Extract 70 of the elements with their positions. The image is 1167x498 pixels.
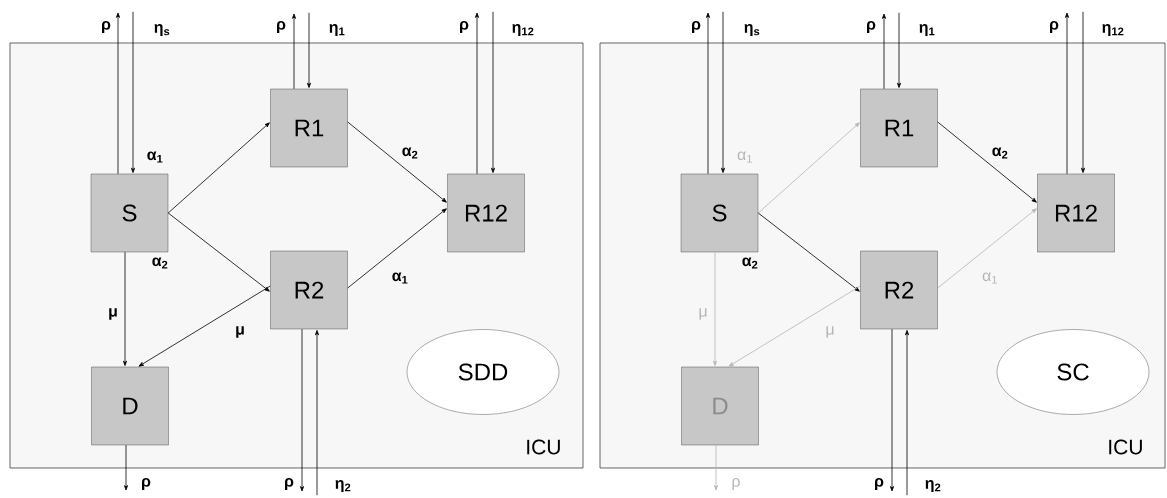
edge-label: ρ: [102, 21, 111, 33]
state-box: R2: [270, 250, 348, 330]
edge-label: η$_{1}$: [329, 24, 345, 36]
panel-label: ICU: [1109, 439, 1142, 455]
arrow: [475, 12, 479, 175]
arrow: [721, 11, 725, 173]
state-box: D: [681, 366, 759, 446]
edge-label: η$_{12}$: [1102, 24, 1124, 36]
edge-label: μ: [109, 308, 117, 320]
state-box: D: [91, 366, 169, 446]
arrow: [882, 13, 886, 90]
arrow: [347, 121, 447, 203]
state-box: S: [680, 173, 759, 253]
edge-label: α$_{2}$: [402, 147, 418, 159]
state-box: R12: [447, 173, 525, 253]
state-box: R2: [860, 250, 938, 330]
state-box: S: [90, 173, 169, 253]
arrow: [1081, 11, 1086, 173]
edge-label: α$_{1}$: [392, 272, 408, 284]
arrow: [757, 122, 860, 214]
edge-label: ρ: [692, 21, 701, 33]
arrow: [300, 328, 304, 492]
edge-label: α$_{2}$: [152, 257, 168, 269]
edge-label: ρ: [277, 21, 286, 33]
edge-label: α$_{1}$: [982, 272, 997, 284]
arrow: [292, 13, 296, 90]
arrow: [890, 328, 894, 492]
arrow: [167, 212, 270, 292]
arrow: [347, 208, 447, 289]
edge-label: ρ: [142, 478, 151, 490]
edge-label: ρ: [460, 21, 469, 33]
edge-label: ρ: [867, 21, 876, 33]
edge-label: α$_{1}$: [737, 151, 752, 163]
arrow: [315, 330, 319, 496]
edge-label: μ: [236, 326, 244, 338]
arrow: [138, 285, 271, 367]
edge-label: η$_{s}$: [744, 24, 760, 36]
edge-label: η$_{2}$: [335, 480, 351, 492]
state-box: R1: [270, 88, 348, 168]
edge-label: ρ: [875, 478, 884, 490]
arrow: [123, 251, 127, 366]
arrow: [905, 330, 909, 496]
edge-label: α$_{2}$: [742, 257, 758, 269]
edge-label: η$_{1}$: [919, 24, 935, 36]
state-box: R1: [860, 88, 938, 168]
arrow: [167, 122, 270, 214]
edge-label: μ: [826, 326, 834, 338]
panel-label: ICU: [527, 439, 560, 455]
arrow: [728, 285, 861, 367]
edge-label: η$_{2}$: [925, 480, 941, 492]
arrow: [131, 11, 135, 173]
state-box: R12: [1037, 173, 1115, 253]
arrow: [124, 444, 128, 491]
edge-label: ρ: [1050, 21, 1059, 33]
arrow: [1065, 12, 1069, 175]
arrow: [937, 208, 1037, 289]
edge-label: α$_{2}$: [992, 147, 1008, 159]
arrow: [757, 212, 860, 292]
arrow: [897, 12, 901, 88]
edge-label: ρ: [732, 478, 740, 490]
arrow: [937, 121, 1037, 203]
arrow: [116, 12, 121, 175]
arrow: [307, 12, 311, 88]
edge-label: μ: [699, 308, 707, 320]
arrow: [706, 12, 710, 175]
edge-label: η$_{s}$: [154, 24, 170, 36]
edge-label: ρ: [285, 478, 294, 490]
edge-label: η$_{12}$: [512, 24, 534, 36]
arrow: [491, 11, 495, 173]
edge-label: α$_{1}$: [147, 151, 163, 163]
